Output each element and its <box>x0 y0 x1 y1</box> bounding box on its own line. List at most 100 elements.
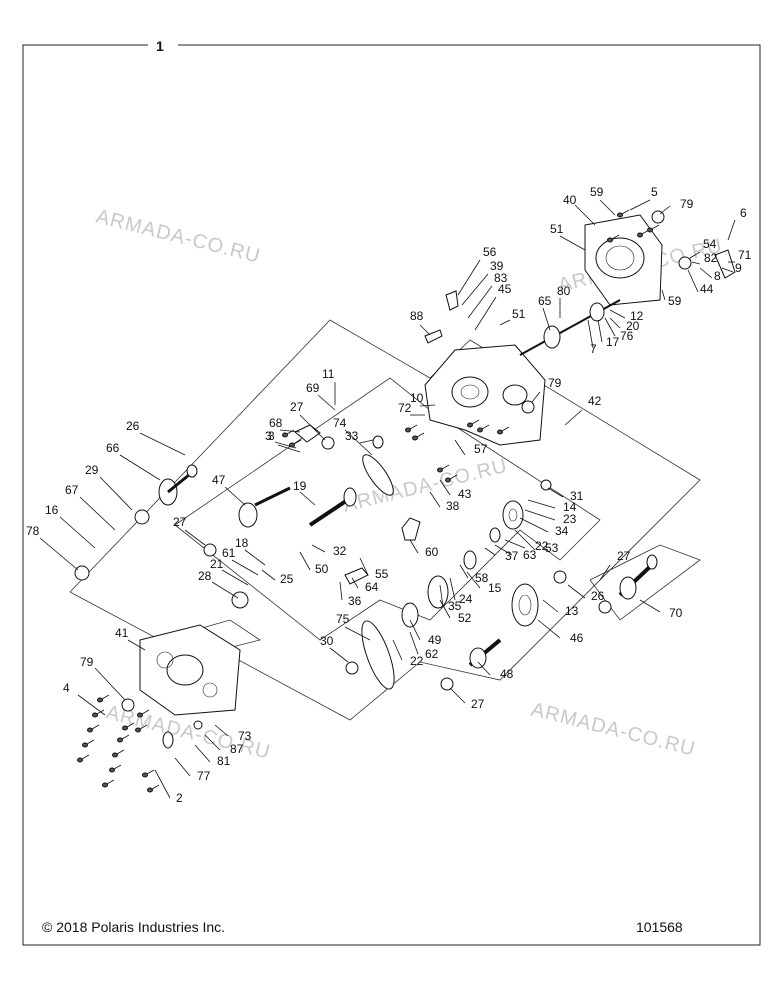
callout-leader <box>139 432 186 456</box>
callout-number: 32 <box>333 544 347 558</box>
callout-number: 36 <box>348 594 362 608</box>
bolt-shank <box>101 694 110 700</box>
bearing-28 <box>231 591 249 609</box>
callout-number: 57 <box>474 442 488 456</box>
callout-number: 12 <box>630 309 644 323</box>
callout-leader <box>721 267 734 273</box>
callout-leader <box>419 324 431 336</box>
callout-leader <box>94 667 126 701</box>
callout-leader <box>604 317 616 337</box>
belt-75 <box>361 620 395 690</box>
callout-leader <box>127 639 146 651</box>
watermark-5: ARMADA-CO.RU <box>529 699 698 761</box>
gear-47 <box>238 486 291 528</box>
bolt-shank <box>106 779 115 785</box>
callout-number: 42 <box>588 394 602 408</box>
shaft-48 <box>468 638 502 669</box>
callout-leader <box>599 199 616 216</box>
callout-leader <box>639 599 661 613</box>
callout-number: 34 <box>555 524 569 538</box>
bolt-shank <box>126 722 135 728</box>
gasket-68 <box>294 424 321 443</box>
bolt <box>135 727 141 733</box>
callout-leader <box>609 309 626 319</box>
gear-26 <box>158 464 198 506</box>
bolt <box>647 227 653 233</box>
callout-leader <box>587 319 594 349</box>
callout-number: 87 <box>230 742 244 756</box>
callout-leader <box>184 529 206 546</box>
callout-number: 44 <box>700 282 714 296</box>
callout-number: 83 <box>494 271 508 285</box>
callout-leader <box>79 496 116 531</box>
callout-number: 27 <box>471 697 485 711</box>
callout-number: 21 <box>210 557 224 571</box>
callout-number: 79 <box>548 376 562 390</box>
gear-46 <box>511 583 539 627</box>
callout-leader <box>419 404 436 407</box>
callout-number: 54 <box>703 237 717 251</box>
callout-leader <box>344 429 373 456</box>
callout-number: 69 <box>306 381 320 395</box>
callout-leader <box>499 319 511 326</box>
bolt <box>102 782 108 788</box>
callout-number: 13 <box>565 604 579 618</box>
bolt-shank <box>113 764 122 770</box>
bearing-33 <box>372 435 384 449</box>
bolt <box>477 427 483 433</box>
bolt <box>142 772 148 778</box>
callout-number: 23 <box>563 512 577 526</box>
callout-number: 59 <box>590 185 604 199</box>
callout-number: 53 <box>545 541 559 555</box>
callout-number: 37 <box>505 549 519 563</box>
bolt <box>137 712 143 718</box>
bolt-shank <box>86 739 95 745</box>
callout-leader <box>194 744 211 763</box>
belt-74 <box>362 454 394 496</box>
callout-number: 74 <box>333 416 347 430</box>
bolt <box>637 232 643 238</box>
callout-number: 71 <box>738 248 752 262</box>
callout-leader <box>466 571 481 589</box>
bolt-shank <box>91 724 100 730</box>
callout-number: 64 <box>365 580 379 594</box>
callout-number: 62 <box>425 647 439 661</box>
callout-leader <box>559 235 586 251</box>
callout-leader <box>279 429 301 433</box>
callout-number: 43 <box>458 487 472 501</box>
callout-number: 72 <box>398 401 412 415</box>
callout-number: 60 <box>425 545 439 559</box>
drawing-number: 101568 <box>636 919 683 935</box>
callout-number: 59 <box>668 294 682 308</box>
shaft-65 <box>519 299 621 356</box>
callout-leader <box>261 569 276 581</box>
callout-number: 29 <box>85 463 99 477</box>
callout-leader <box>244 549 266 566</box>
callout-number: 56 <box>483 245 497 259</box>
callout-leader <box>537 619 561 639</box>
callout-leader <box>359 557 369 576</box>
callout-number: 38 <box>446 499 460 513</box>
callout-leader <box>59 516 96 549</box>
callout-number: 46 <box>570 631 584 645</box>
callout-leader <box>699 267 713 279</box>
bolt <box>412 435 418 441</box>
callout-number: 51 <box>512 307 526 321</box>
callout-leader <box>409 619 421 641</box>
shift-fork-60 <box>401 517 421 541</box>
bolt <box>97 697 103 703</box>
callout-leader <box>99 476 133 511</box>
callout-leader <box>409 631 419 655</box>
callout-leader <box>564 409 583 426</box>
callout-number: 31 <box>570 489 584 503</box>
callout-number: 9 <box>735 261 742 275</box>
callout-number: 80 <box>557 284 571 298</box>
bolt-shank <box>416 432 425 438</box>
callout-number: 20 <box>626 319 640 333</box>
callout-number: 26 <box>591 589 605 603</box>
part-88 <box>424 329 443 344</box>
parts <box>74 210 736 749</box>
callout-leader <box>299 491 316 506</box>
callout-leader <box>689 251 701 259</box>
